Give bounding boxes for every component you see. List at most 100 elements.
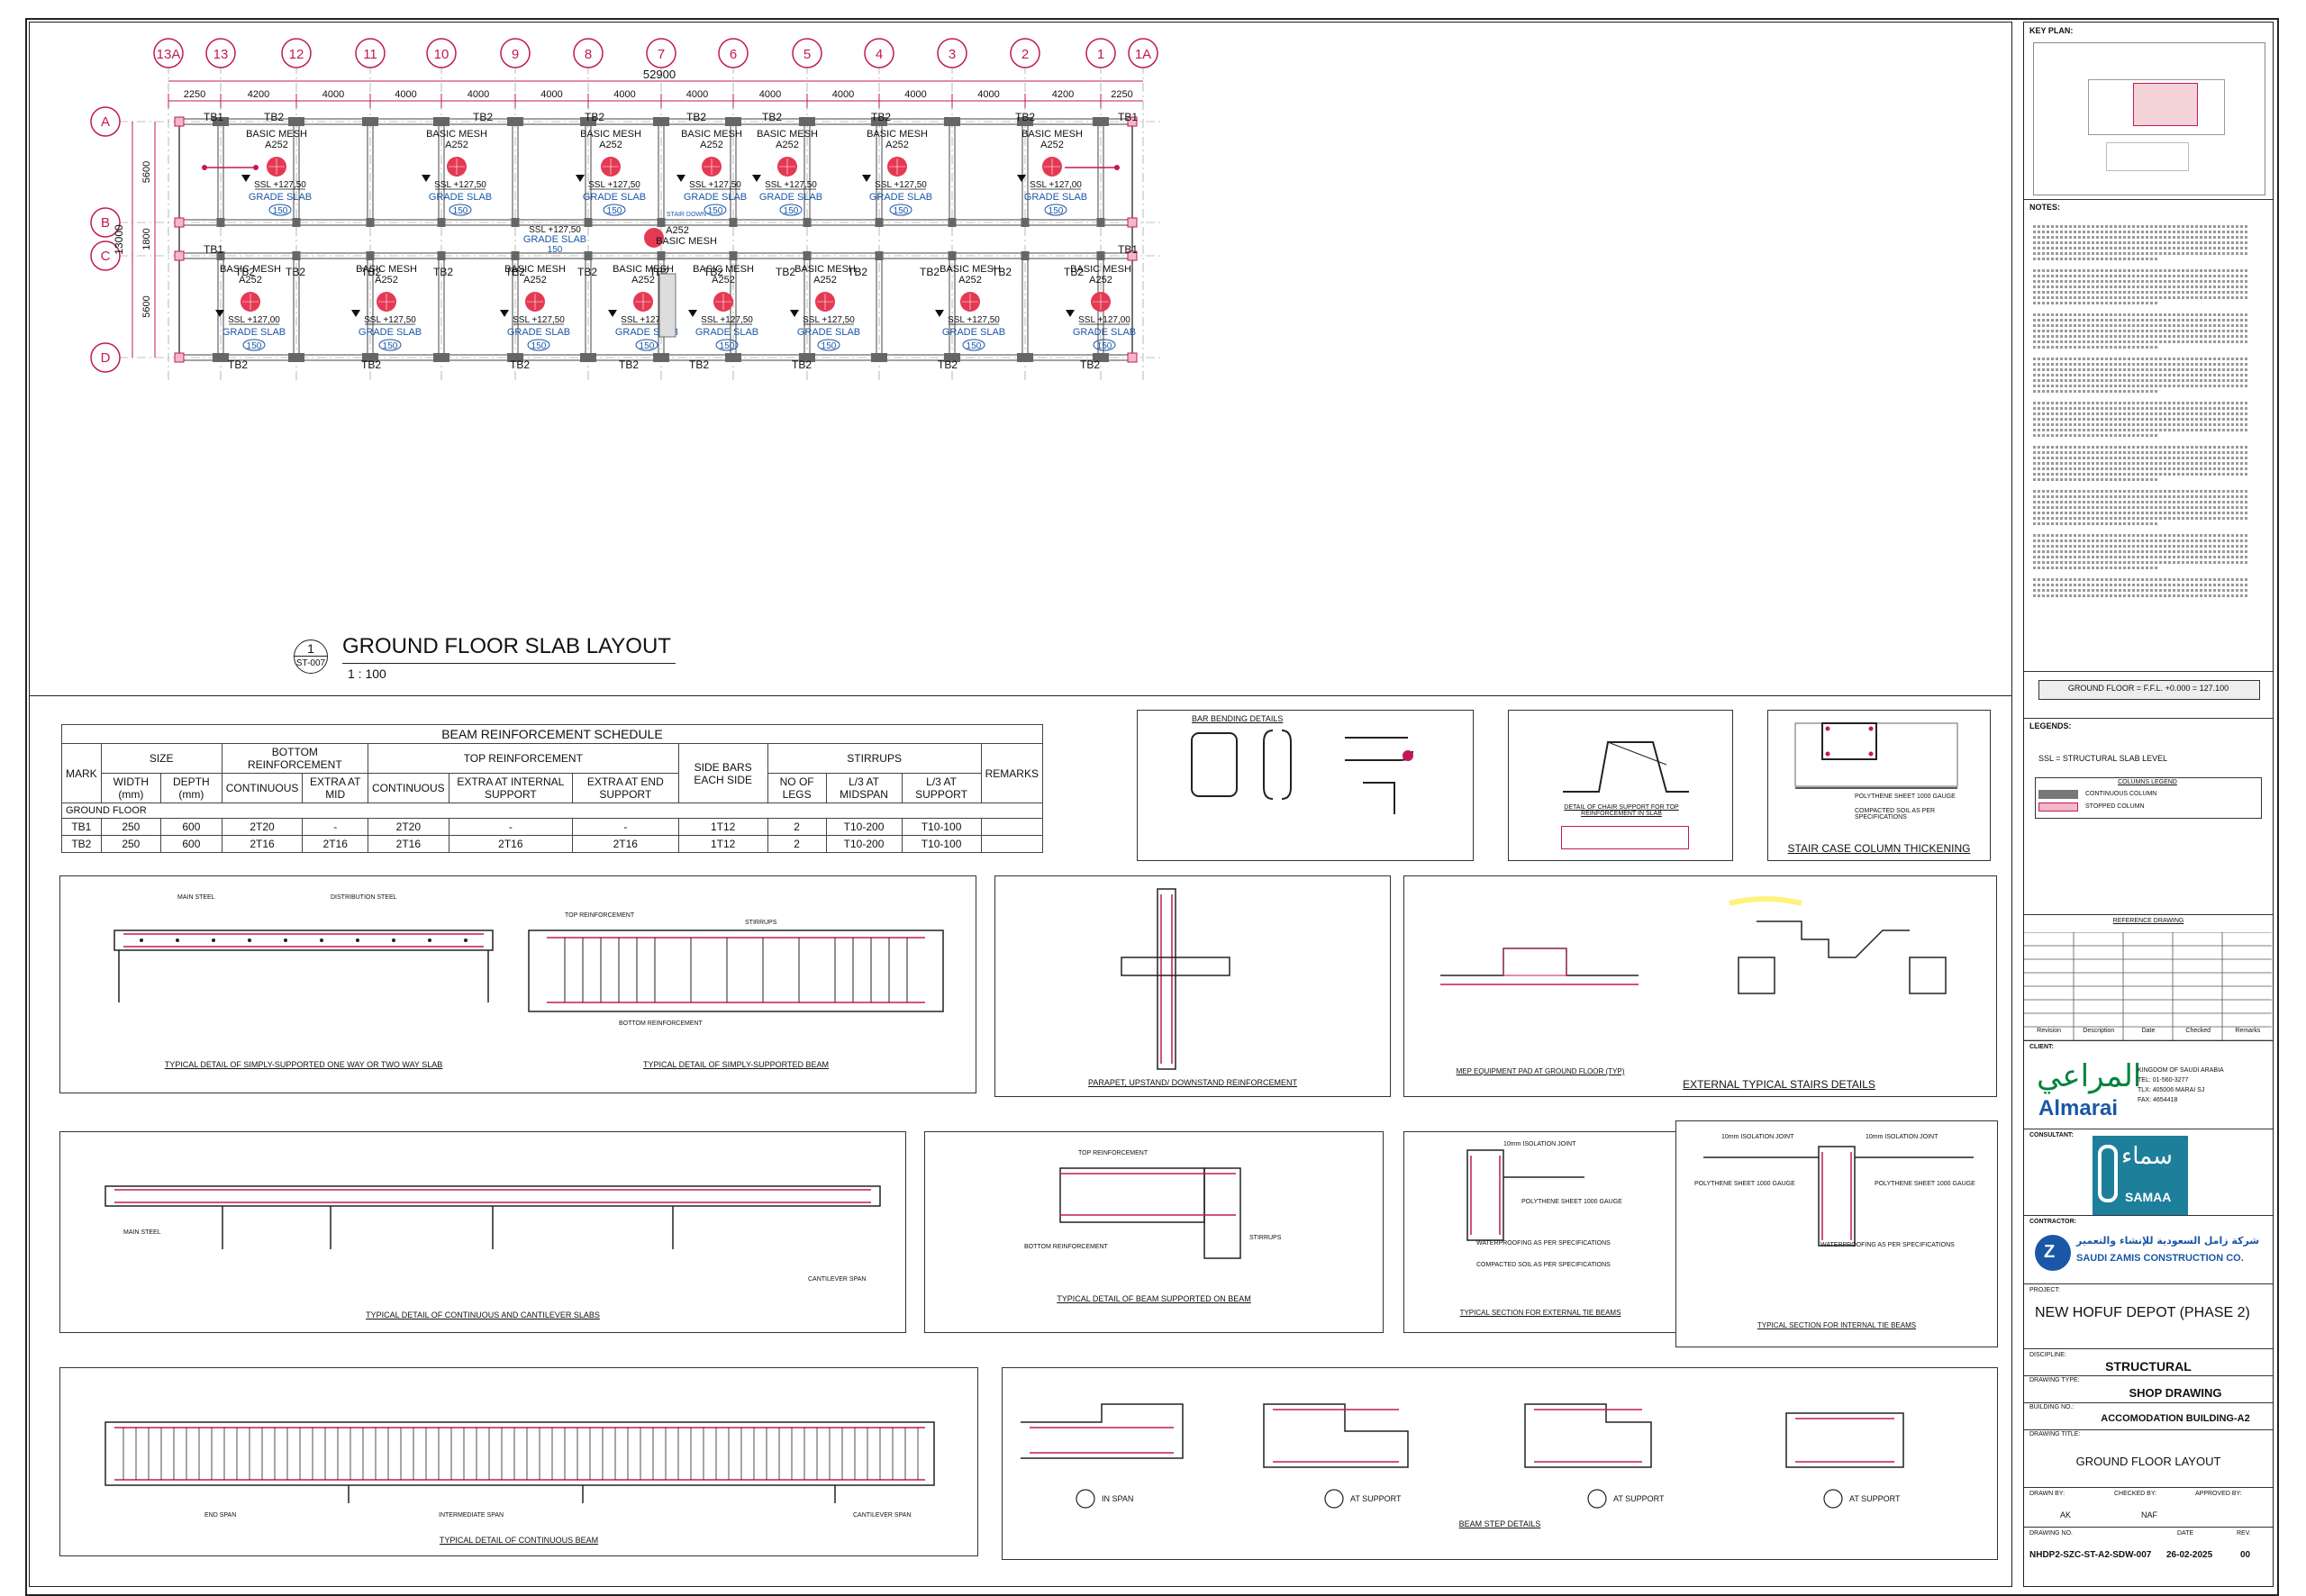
bob-top-reinf: TOP REINFORCEMENT: [1078, 1150, 1148, 1156]
beam-label-tb2: TB2: [510, 358, 530, 371]
slab-grade: GRADE SLAB: [523, 234, 586, 245]
drawing-date: 26-02-2025: [2166, 1550, 2213, 1560]
schedule-cell: -: [448, 818, 574, 836]
schedule-cell: 2T20: [368, 818, 449, 836]
column: [366, 251, 375, 260]
continuous-beam-detail: END SPAN INTERMEDIATE SPAN CANTILEVER SP…: [59, 1367, 978, 1556]
ssl-marker-icon: [1017, 175, 1026, 182]
beam-label-tb2: TB2: [848, 266, 867, 278]
ssl-marker-icon: [608, 310, 617, 317]
drawn-label: DRAWN BY:: [2029, 1491, 2065, 1497]
sch-h-extra-end: EXTRA AT END SUPPORT: [572, 773, 679, 803]
grid-bubble: [355, 38, 386, 68]
ssl-marker-icon: [862, 175, 871, 182]
column: [580, 117, 596, 126]
bay-dim: 4000: [322, 89, 344, 100]
slab-grade: GRADE SLAB: [1073, 327, 1136, 338]
grid-bubble: [573, 38, 604, 68]
slab-grade: GRADE SLAB: [429, 192, 492, 203]
samaa-mark-icon: [2098, 1145, 2118, 1202]
grid-col-label: 8: [585, 47, 592, 62]
grid-row-label: C: [101, 249, 111, 264]
external-tie-beam-detail: 10mm ISOLATION JOINT POLYTHENE SHEET 100…: [1403, 1131, 1677, 1333]
column: [729, 218, 738, 227]
mesh-hatch-lines: [378, 294, 395, 310]
mesh-hatch-lines: [1093, 294, 1109, 310]
column: [288, 117, 304, 126]
column: [213, 353, 229, 362]
schedule-cell: 600: [160, 818, 222, 836]
column: [944, 117, 960, 126]
external-stairs-title: EXTERNAL TYPICAL STAIRS DETAILS: [1683, 1078, 1875, 1091]
plan-title-underline: [342, 663, 676, 664]
beam-label-tb2: TB2: [286, 266, 305, 278]
schedule-cell: -: [572, 818, 679, 836]
slab-thk-bubble: [527, 339, 550, 351]
column: [799, 353, 815, 362]
int-tie-polythene-l: POLYTHENE SHEET 1000 GAUGE: [1694, 1181, 1795, 1187]
ssl-marker-icon: [351, 310, 360, 317]
slab-thk: 150: [1097, 341, 1112, 351]
drawing-title: GROUND FLOOR LAYOUT: [2075, 1455, 2221, 1468]
project-label: PROJECT:: [2029, 1287, 2060, 1293]
grid-bubble: [205, 38, 236, 68]
column: [433, 353, 449, 362]
slab-grade: GRADE SLAB: [695, 327, 758, 338]
beam-on-beam-detail: TOP REINFORCEMENT BOTTOM REINFORCEMENT S…: [924, 1131, 1384, 1333]
sch-h-mark: MARK: [61, 743, 102, 803]
beam-label-tb2: TB2: [992, 266, 1012, 278]
mesh-hatch-lines: [704, 159, 720, 175]
stop-col-label: STOPPED COLUMN: [2085, 803, 2145, 810]
grid-col-label: 6: [730, 47, 737, 62]
beam-label-tb2: TB2: [792, 358, 812, 371]
slab-ssl: SSL +127,00: [1078, 315, 1130, 325]
ssl-legend: SSL = STRUCTURAL SLAB LEVEL: [2038, 754, 2168, 763]
slab-ssl: SSL +127,50: [254, 180, 306, 190]
revision-header: Revision: [2037, 1028, 2062, 1034]
slab-mesh-size: A252: [631, 275, 655, 286]
mep-pad-detail: MEP EQUIPMENT PAD AT GROUND FLOOR (TYP): [1403, 875, 1677, 1097]
slab-grade: GRADE SLAB: [942, 327, 1005, 338]
slab-mesh-type: BASIC MESH: [757, 129, 818, 140]
project-name: NEW HOFUF DEPOT (PHASE 2): [2035, 1305, 2250, 1320]
column: [799, 117, 815, 126]
slab-grade: GRADE SLAB: [797, 327, 860, 338]
slab-detail-title: TYPICAL DETAIL OF SIMPLY-SUPPORTED ONE W…: [164, 1060, 443, 1069]
column: [725, 117, 741, 126]
sch-h-legs: NO OF LEGS: [767, 773, 827, 803]
beam-step-title: BEAM STEP DETAILS: [1458, 1519, 1541, 1528]
slab-ssl: SSL +127,50: [803, 315, 855, 325]
column: [216, 218, 225, 227]
rev-label: REV.: [2237, 1530, 2251, 1537]
mesh-hatch-icon: [644, 228, 664, 248]
slab-mesh-size: A252: [1040, 140, 1064, 150]
stair-col-polythene: POLYTHENE SHEET 1000 GAUGE: [1855, 793, 1956, 800]
internal-tie-beam-detail: 10mm ISOLATION JOINT 10mm ISOLATION JOIN…: [1675, 1120, 1998, 1347]
mesh-hatch-lines: [242, 294, 259, 310]
beam-label-tb2: TB2: [938, 358, 958, 371]
checked-label: CHECKED BY:: [2114, 1491, 2157, 1497]
column: [944, 353, 960, 362]
grid-row-label: B: [101, 215, 110, 231]
cbeam-end-span: END SPAN: [204, 1512, 237, 1519]
mesh-hatch-lines: [889, 159, 905, 175]
slab-mesh-size: A252: [523, 275, 547, 286]
column: [437, 218, 446, 227]
cslab-main-steel: MAIN STEEL: [123, 1229, 161, 1236]
rebar-dot: [202, 165, 207, 170]
schedule-cell: T10-100: [901, 818, 982, 836]
ext-tie-iso: 10mm ISOLATION JOINT: [1503, 1141, 1576, 1147]
plan-title: GROUND FLOOR SLAB LAYOUT: [342, 634, 671, 658]
drawing-type: SHOP DRAWING: [2129, 1386, 2222, 1400]
schedule-cell: [980, 818, 1044, 836]
grid-col-label: 5: [803, 47, 811, 62]
sch-h-extra-mid: EXTRA AT MID: [302, 773, 369, 803]
slab-mesh-type: BASIC MESH: [867, 129, 928, 140]
column: [366, 218, 375, 227]
column: [1017, 353, 1033, 362]
column: [213, 117, 229, 126]
column: [1096, 218, 1105, 227]
slab-thk: 150: [1049, 206, 1064, 216]
beam-label-tb2: TB2: [704, 266, 723, 278]
